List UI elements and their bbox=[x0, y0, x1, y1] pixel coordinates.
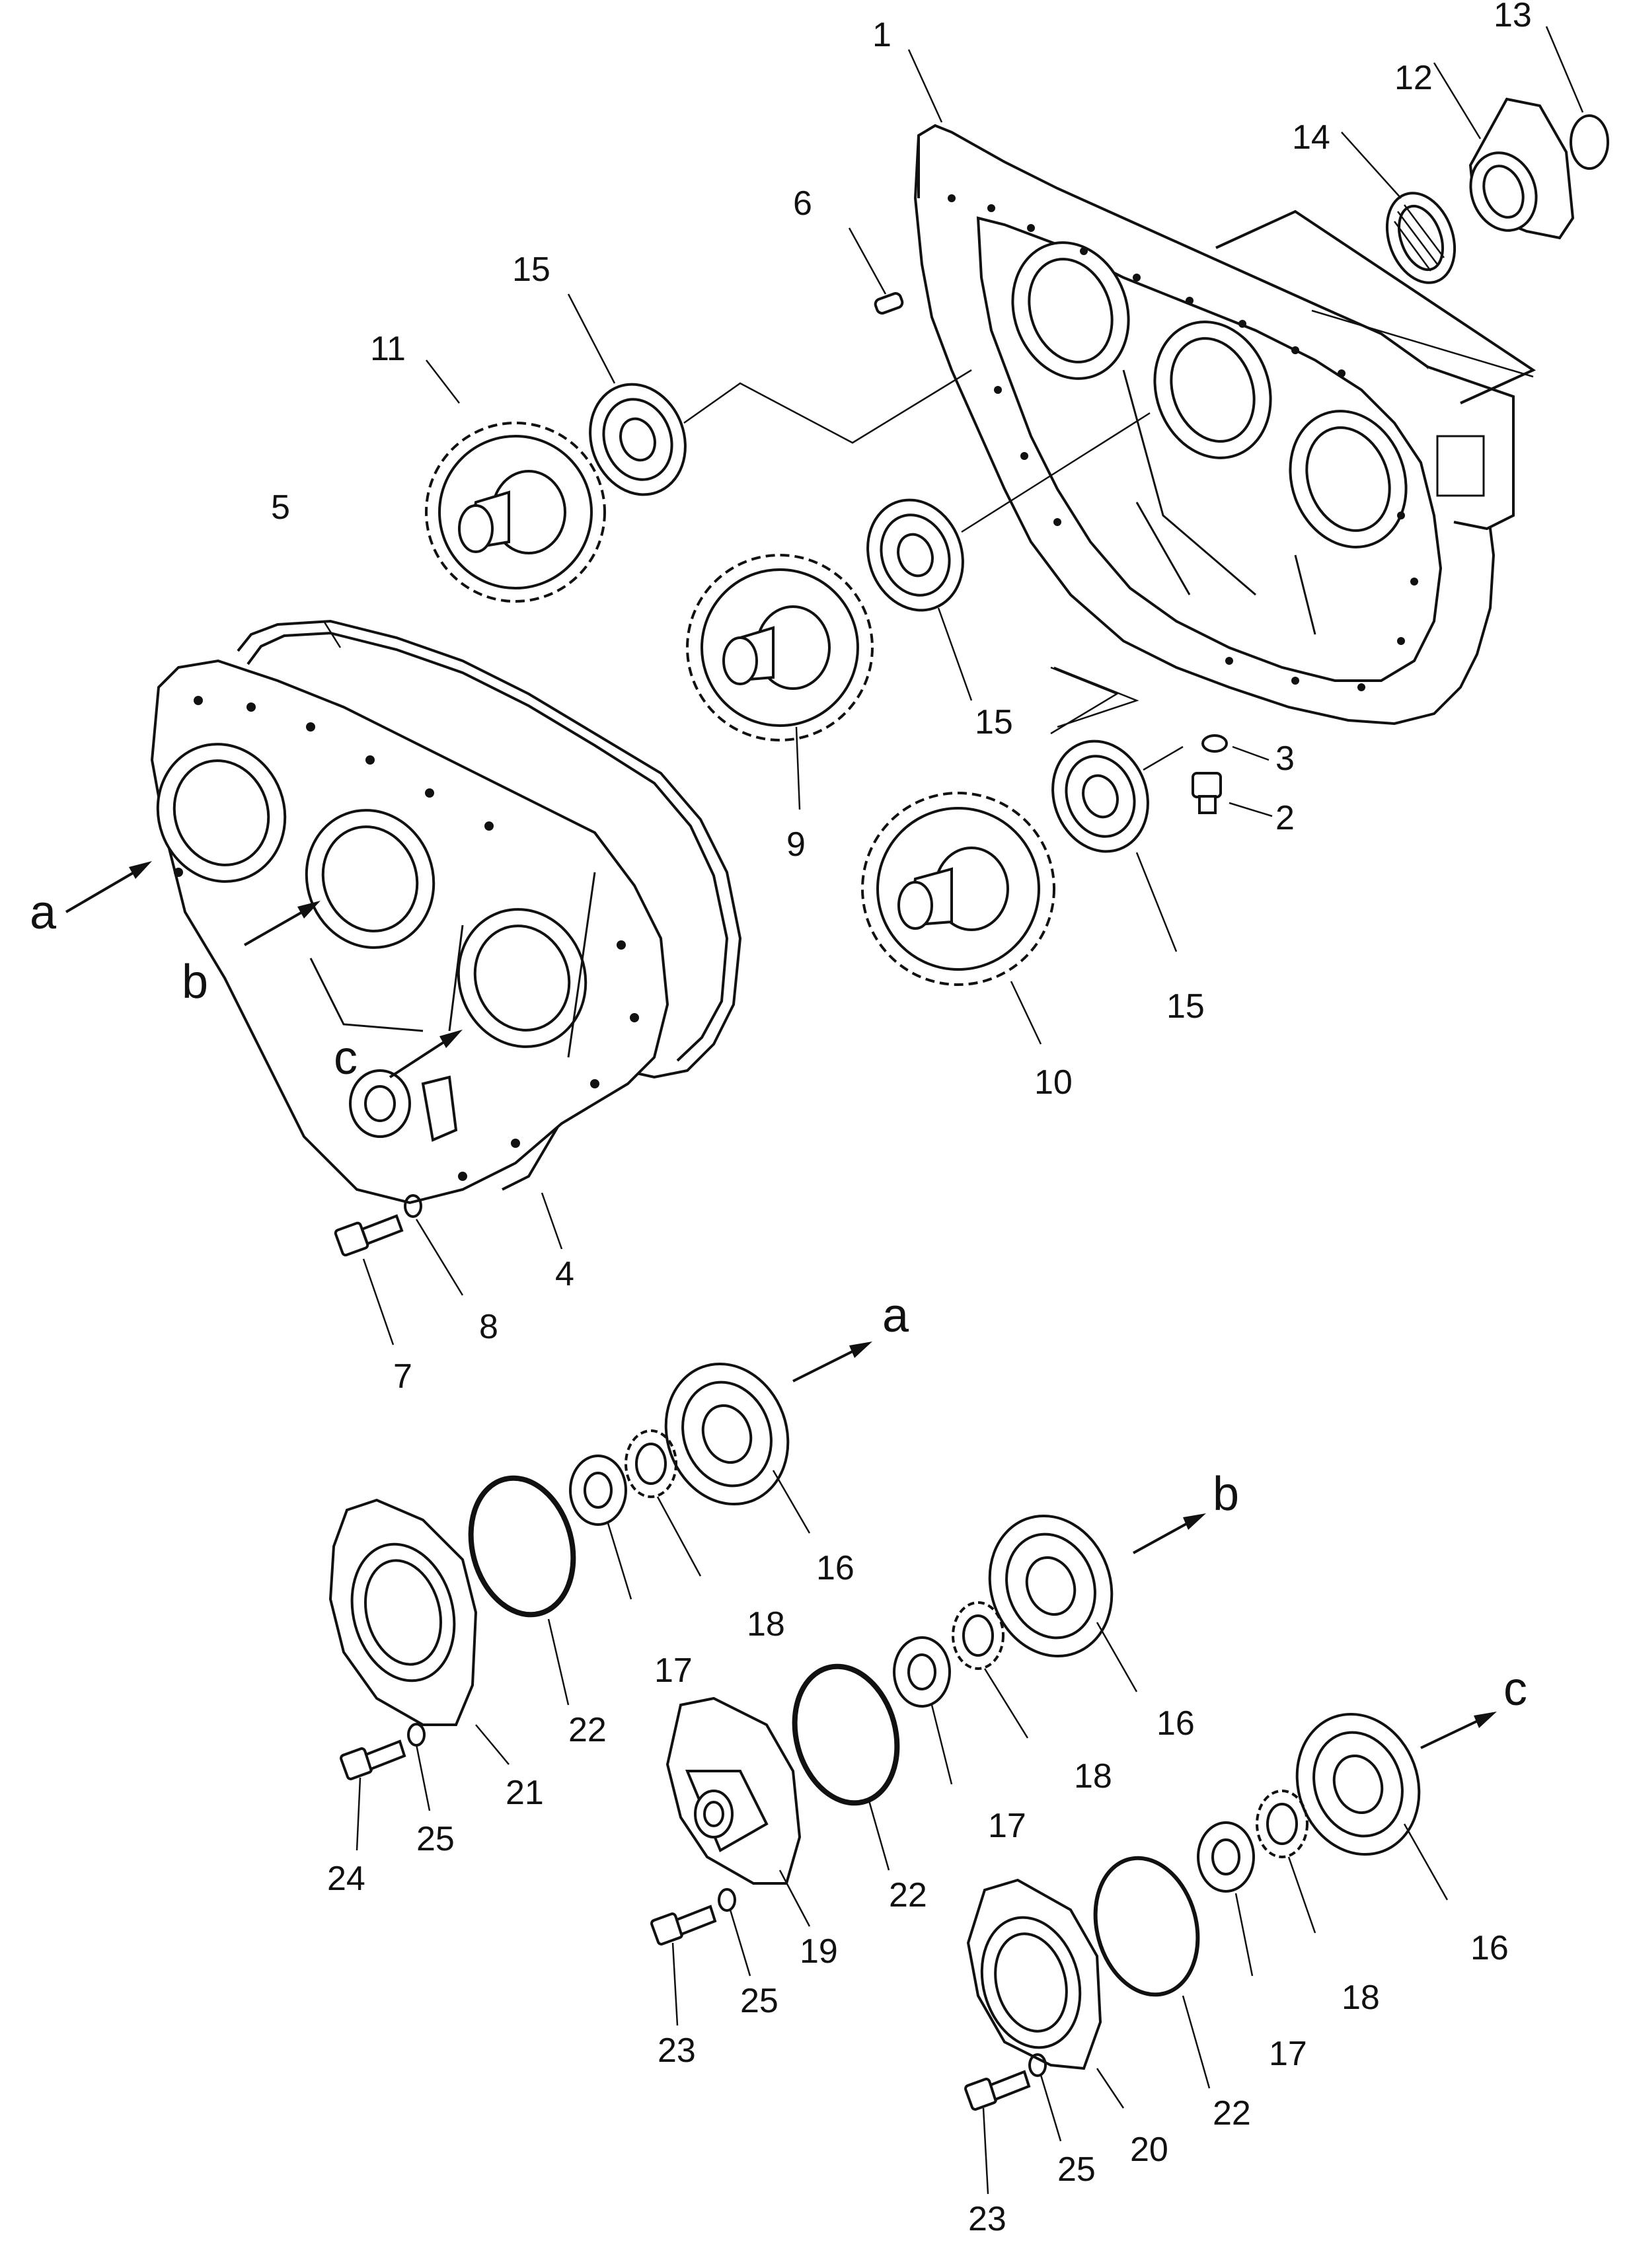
leader-lines bbox=[322, 26, 1584, 2195]
callout-20: 20 bbox=[1130, 2131, 1168, 2169]
callout-23-a: 23 bbox=[658, 2031, 696, 2070]
callout-24: 24 bbox=[327, 1860, 365, 1898]
case-bore-2 bbox=[1153, 321, 1272, 459]
callout-15-b: 15 bbox=[975, 703, 1013, 741]
cover-bore-b bbox=[305, 809, 436, 949]
callout-25-c: 25 bbox=[1057, 2150, 1096, 2189]
callout-22-a: 22 bbox=[568, 1711, 607, 1749]
callout-22-c: 22 bbox=[1213, 2094, 1251, 2133]
part-o-ring-22-b bbox=[792, 1663, 900, 1806]
callout-9: 9 bbox=[786, 825, 806, 864]
part-washer-25-a bbox=[407, 1723, 426, 1747]
part-case bbox=[913, 124, 1536, 726]
callout-6: 6 bbox=[793, 184, 812, 223]
part-bolt-7 bbox=[334, 1214, 404, 1257]
callout-3: 3 bbox=[1275, 739, 1295, 778]
callout-22-b: 22 bbox=[889, 1876, 927, 1914]
part-gasket bbox=[237, 619, 742, 1191]
part-bearing-15-a bbox=[589, 383, 687, 496]
ref-c-cover: c bbox=[334, 1032, 358, 1084]
callout-19: 19 bbox=[800, 1932, 838, 1971]
part-lock-washer-18-b bbox=[952, 1601, 1005, 1670]
part-washer-25-c bbox=[1028, 2053, 1047, 2077]
ref-a-cover: a bbox=[30, 886, 57, 939]
part-o-ring-22-a bbox=[468, 1475, 576, 1618]
part-bearing-15-c bbox=[1051, 739, 1149, 853]
part-o-ring-plug bbox=[1201, 734, 1228, 753]
part-cage bbox=[1468, 97, 1575, 240]
part-dowel-pin bbox=[874, 292, 904, 315]
part-bolt-23-b bbox=[964, 2070, 1031, 2111]
callout-16-a: 16 bbox=[816, 1549, 854, 1587]
ref-b-cover: b bbox=[182, 956, 208, 1008]
part-cage-20 bbox=[966, 1878, 1102, 2070]
part-gear-11 bbox=[425, 422, 606, 603]
callout-16-c: 16 bbox=[1470, 1929, 1509, 1967]
callout-15-a: 15 bbox=[512, 250, 550, 289]
part-bearing-16-c bbox=[1295, 1712, 1421, 1856]
callout-25-a: 25 bbox=[416, 1820, 455, 1858]
callout-25-b: 25 bbox=[740, 1982, 778, 2020]
part-lock-washer-18-a bbox=[625, 1429, 677, 1498]
part-o-ring-22-c bbox=[1093, 1856, 1200, 1997]
callout-8: 8 bbox=[479, 1308, 498, 1346]
callout-13: 13 bbox=[1494, 0, 1532, 34]
callout-17-c: 17 bbox=[1269, 2035, 1307, 2073]
part-gear-9 bbox=[686, 554, 874, 741]
reference-labels: a b c a b c bbox=[30, 886, 1527, 1716]
part-bearing-15-b bbox=[866, 498, 964, 612]
part-nut-17-a bbox=[569, 1455, 627, 1526]
part-bolt-24 bbox=[340, 1739, 406, 1780]
part-washer-25-b bbox=[718, 1888, 736, 1912]
part-nut-17-b bbox=[893, 1636, 951, 1708]
callout-10: 10 bbox=[1034, 1063, 1073, 1102]
callout-17-a: 17 bbox=[654, 1651, 693, 1690]
callout-5: 5 bbox=[271, 488, 290, 527]
cover-bore-c bbox=[457, 908, 588, 1048]
part-cover bbox=[150, 659, 669, 1205]
part-lock-washer-18-c bbox=[1256, 1790, 1309, 1858]
callout-16-b: 16 bbox=[1157, 1704, 1195, 1743]
part-washer-8 bbox=[404, 1194, 422, 1218]
ref-c-lower: c bbox=[1503, 1663, 1527, 1716]
part-nut-17-c bbox=[1197, 1821, 1255, 1893]
callout-23-b: 23 bbox=[968, 2200, 1006, 2238]
callout-2: 2 bbox=[1275, 799, 1295, 837]
callout-14: 14 bbox=[1292, 118, 1330, 157]
cover-bore-a bbox=[156, 743, 287, 883]
part-bearing-16-a bbox=[664, 1362, 790, 1506]
case-bore-3 bbox=[1289, 410, 1408, 548]
part-o-ring-small bbox=[1570, 114, 1609, 170]
ref-a-lower: a bbox=[882, 1289, 909, 1342]
part-plug bbox=[1192, 772, 1222, 814]
callout-11: 11 bbox=[370, 330, 406, 368]
callout-21: 21 bbox=[506, 1774, 544, 1812]
part-roller-bearing bbox=[1385, 192, 1457, 284]
callout-12: 12 bbox=[1394, 59, 1433, 97]
assembly-lines bbox=[683, 309, 1534, 771]
callout-18-c: 18 bbox=[1342, 1979, 1380, 2017]
callout-17-b: 17 bbox=[988, 1807, 1026, 1845]
callout-15-c: 15 bbox=[1166, 987, 1205, 1026]
part-bearing-16-b bbox=[988, 1514, 1114, 1658]
callout-7: 7 bbox=[393, 1357, 412, 1396]
part-bolt-23-a bbox=[650, 1905, 717, 1946]
callout-1: 1 bbox=[872, 16, 891, 54]
callout-18-b: 18 bbox=[1074, 1757, 1112, 1796]
ref-b-lower: b bbox=[1213, 1468, 1239, 1521]
part-gear-10 bbox=[861, 792, 1055, 986]
callout-18-a: 18 bbox=[747, 1605, 785, 1644]
part-cage-21 bbox=[328, 1498, 478, 1726]
reference-arrows bbox=[65, 861, 1497, 1749]
callout-labels: 1 2 3 4 5 6 7 8 9 10 11 12 13 14 15 15 1… bbox=[271, 0, 1532, 2238]
case-bore-1 bbox=[1011, 241, 1130, 380]
callout-4: 4 bbox=[555, 1255, 574, 1293]
part-cage-19 bbox=[665, 1696, 802, 1885]
